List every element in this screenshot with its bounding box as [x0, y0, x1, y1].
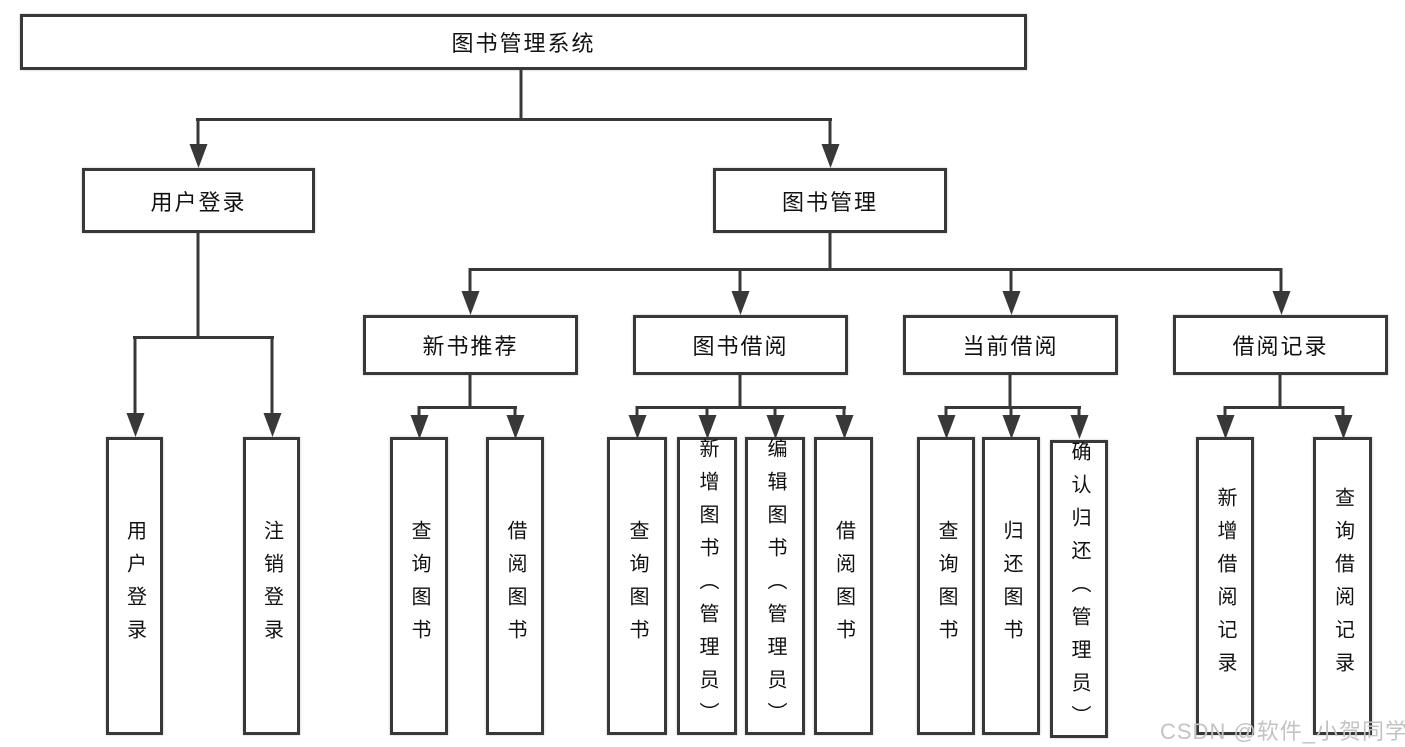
- connector-borrow-records-stem: [1278, 375, 1282, 406]
- connector-current-borrow-hline: [945, 406, 1081, 409]
- arrow-to-book-management: [828, 118, 832, 144]
- connector-book-borrow-stem: [738, 375, 742, 406]
- arrow-leaf-cb-return: [1009, 406, 1013, 415]
- leaf-br-add-record: 新增借阅记录: [1196, 437, 1254, 735]
- arrow-to-leaf-user-login: [133, 336, 137, 413]
- arrow-leaf-br-query: [1341, 406, 1345, 415]
- leaf-bb-borrow-books: 借阅图书: [814, 437, 873, 735]
- arrow-leaf-bb-edit: [773, 406, 777, 415]
- leaf-br-query-record-label: 查询借阅记录: [1331, 487, 1354, 685]
- arrow-leaf-bb-borrow: [842, 406, 846, 415]
- node-current-borrow-label: 当前借阅: [962, 334, 1059, 359]
- leaf-user-login: 用户登录: [106, 437, 163, 735]
- leaf-bb-add-books-admin-label: 新增图书（管理员）: [696, 437, 718, 735]
- arrow-to-leaf-logout: [270, 336, 274, 413]
- leaf-bb-borrow-books-label: 借阅图书: [832, 520, 855, 652]
- arrow-leaf-cb-confirm: [1077, 406, 1081, 415]
- leaf-bb-edit-books-admin-label: 编辑图书（管理员）: [764, 437, 786, 735]
- node-user-login-branch-label: 用户登录: [150, 189, 247, 215]
- connector-new-book-recommend-stem: [468, 375, 472, 406]
- connector-level3-hline: [469, 268, 1282, 271]
- node-borrow-records-label: 借阅记录: [1232, 334, 1329, 359]
- node-borrow-records: 借阅记录: [1173, 315, 1388, 375]
- leaf-user-login-label: 用户登录: [123, 520, 146, 652]
- leaf-br-query-record: 查询借阅记录: [1313, 437, 1372, 735]
- connector-user-login-hline: [133, 336, 274, 339]
- arrow-leaf-nbr-query: [417, 406, 421, 415]
- arrow-leaf-bb-query: [635, 406, 639, 415]
- arrow-to-new-book-recommend: [468, 268, 472, 291]
- leaf-bb-query-books: 查询图书: [607, 437, 667, 735]
- node-book-management: 图书管理: [713, 168, 947, 233]
- leaf-cb-query-books-label: 查询图书: [935, 520, 957, 652]
- leaf-bb-query-books-label: 查询图书: [626, 520, 648, 652]
- arrow-to-user-login: [196, 118, 200, 144]
- leaf-cb-confirm-return-admin-label: 确认归还（管理员）: [1068, 440, 1090, 738]
- arrow-to-current-borrow: [1009, 268, 1013, 291]
- node-book-borrow: 图书借阅: [633, 315, 848, 375]
- leaf-logout-label: 注销登录: [260, 520, 283, 652]
- node-book-borrow-label: 图书借阅: [692, 334, 789, 359]
- leaf-bb-add-books-admin: 新增图书（管理员）: [677, 437, 737, 735]
- node-new-book-recommend: 新书推荐: [363, 315, 578, 375]
- arrow-to-book-borrow: [738, 268, 742, 291]
- leaf-cb-return-books: 归还图书: [982, 437, 1040, 735]
- arrow-leaf-bb-add: [705, 406, 709, 415]
- leaf-bb-edit-books-admin: 编辑图书（管理员）: [745, 437, 805, 735]
- arrow-leaf-nbr-borrow: [513, 406, 517, 415]
- connector-borrow-records-hline: [1224, 406, 1344, 409]
- node-book-management-label: 图书管理: [781, 189, 878, 215]
- csdn-watermark: CSDN @软件_小贺同学: [1160, 719, 1405, 744]
- arrow-to-borrow-records: [1279, 268, 1283, 291]
- leaf-nbr-query-books: 查询图书: [390, 437, 448, 735]
- connector-book-borrow-hline: [636, 406, 846, 409]
- leaf-nbr-borrow-books: 借阅图书: [486, 437, 544, 735]
- leaf-br-add-record-label: 新增借阅记录: [1214, 487, 1236, 685]
- leaf-cb-query-books: 查询图书: [917, 437, 975, 735]
- node-root: 图书管理系统: [20, 14, 1027, 70]
- connector-user-login-stem: [196, 233, 200, 336]
- connector-root-stem: [519, 70, 523, 118]
- connector-book-management-stem: [828, 233, 832, 268]
- node-new-book-recommend-label: 新书推荐: [422, 334, 519, 359]
- connector-level2-hline: [196, 118, 832, 121]
- leaf-cb-confirm-return-admin: 确认归还（管理员）: [1050, 440, 1108, 738]
- leaf-nbr-borrow-books-label: 借阅图书: [504, 520, 526, 652]
- connector-current-borrow-stem: [1008, 375, 1012, 406]
- node-root-label: 图书管理系统: [451, 31, 596, 56]
- node-user-login-branch: 用户登录: [82, 168, 315, 233]
- arrow-leaf-cb-query: [944, 406, 948, 415]
- leaf-nbr-query-books-label: 查询图书: [408, 520, 430, 652]
- leaf-logout: 注销登录: [243, 437, 300, 735]
- arrow-leaf-br-add: [1223, 406, 1227, 415]
- node-current-borrow: 当前借阅: [903, 315, 1118, 375]
- connector-new-book-recommend-hline: [418, 406, 517, 409]
- leaf-cb-return-books-label: 归还图书: [1000, 520, 1022, 652]
